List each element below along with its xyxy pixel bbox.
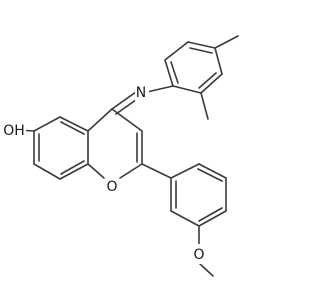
ring-o-label: O — [106, 179, 117, 195]
aryl-link-bond — [141, 163, 172, 179]
imine-double-bond-a — [111, 91, 137, 110]
imine-n-label: N — [136, 85, 146, 101]
molecule-structure: OH N O O — [2, 35, 239, 277]
dimethylphenyl-ring — [164, 41, 223, 94]
hydroxyl-label: OH — [3, 123, 25, 139]
benzo-ring — [33, 116, 89, 180]
methoxy-o-label: O — [193, 247, 204, 263]
n-aryl-bond — [146, 85, 174, 93]
methoxy-methyl-bond — [198, 262, 214, 277]
methyl-bond-top — [214, 35, 239, 49]
methyl-bond-ortho — [200, 92, 209, 120]
pyran-ring — [87, 108, 143, 179]
methoxyphenyl-ring — [170, 163, 227, 227]
